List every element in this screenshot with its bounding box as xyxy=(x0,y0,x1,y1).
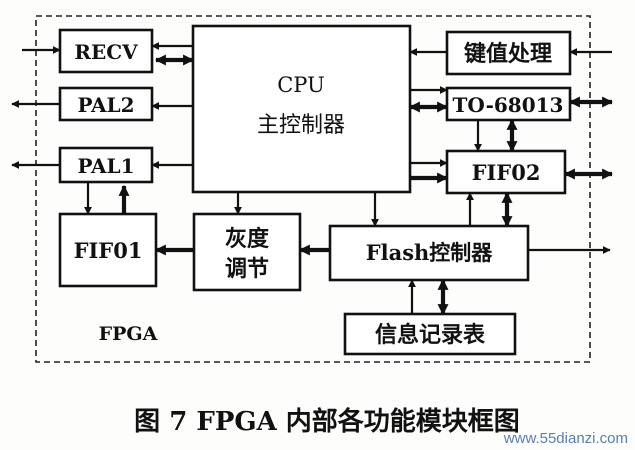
figure-caption: 图 7 FPGA 内部各功能模块框图 xyxy=(134,406,520,437)
pal1-label: PAL1 xyxy=(77,154,134,178)
key-label: 键值处理 xyxy=(464,41,552,67)
fifo1-label: FIF01 xyxy=(74,238,143,263)
fpga-container-label: FPGA xyxy=(99,323,158,345)
block-cpu: CPU 主控制器 xyxy=(191,24,412,194)
flash-label: Flash控制器 xyxy=(366,240,494,265)
cpu-sub-label: 主控制器 xyxy=(257,113,345,138)
block-pal1: PAL1 xyxy=(58,146,154,184)
connections xyxy=(11,42,614,316)
gray-label-1: 灰度 xyxy=(225,226,270,252)
block-fifo2: FIF02 xyxy=(445,149,567,195)
cpu-label: CPU xyxy=(277,73,325,97)
to68013-label: TO-68013 xyxy=(453,93,564,117)
block-flash: Flash控制器 xyxy=(328,224,530,282)
block-pal2: PAL2 xyxy=(58,86,154,122)
gray-label-2: 调节 xyxy=(225,256,269,282)
block-info-table: 信息记录表 xyxy=(343,312,517,356)
watermark-text: www.55dianzi.com xyxy=(503,430,628,447)
block-recv: RECV xyxy=(58,28,154,74)
fifo2-label: FIF02 xyxy=(472,160,541,185)
block-fifo1: FIF01 xyxy=(58,212,158,288)
pal2-label: PAL2 xyxy=(77,93,134,117)
block-key: 键值处理 xyxy=(445,30,572,76)
block-to68013: TO-68013 xyxy=(445,86,572,122)
recv-label: RECV xyxy=(74,40,138,64)
info-label: 信息记录表 xyxy=(375,322,486,348)
block-gray: 灰度 调节 xyxy=(192,212,302,292)
